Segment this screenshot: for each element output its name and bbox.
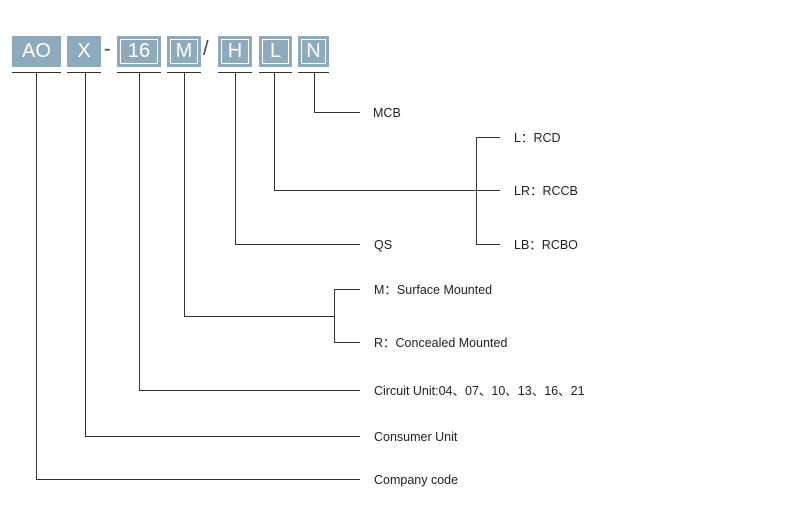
code-segment-ao-underline	[12, 72, 61, 73]
code-segment-16-frame	[120, 39, 158, 64]
code-segment-l-text: L	[269, 40, 282, 62]
code-segment-x-text: X	[77, 40, 91, 62]
connector-ao-company	[36, 73, 360, 480]
code-segment-x-underline	[67, 72, 101, 73]
connector-n-mcb	[314, 73, 360, 113]
code-segment-16: 16	[117, 36, 161, 67]
code-segment-h: H	[218, 36, 252, 67]
code-segment-n: N	[298, 36, 329, 67]
code-segment-m-underline	[167, 72, 201, 73]
slash-separator: /	[203, 38, 209, 60]
connector-l-rcd-group	[274, 73, 477, 191]
label-l-rcd: L：RCD	[514, 131, 561, 145]
code-segment-l-frame	[262, 39, 289, 64]
code-segment-16-text: 16	[127, 40, 151, 62]
label-lb-rcbo: LB：RCBO	[514, 238, 578, 252]
label-r-concealed: R：Concealed Mounted	[374, 336, 508, 350]
code-segment-m: M	[167, 36, 201, 67]
code-segment-16-underline	[117, 72, 161, 73]
label-consumer-unit: Consumer Unit	[374, 430, 458, 444]
code-segment-l-underline	[259, 72, 292, 73]
code-segment-h-frame	[221, 39, 249, 64]
code-segment-ao: AO	[12, 36, 61, 67]
label-m-surface: M：Surface Mounted	[374, 283, 493, 297]
connector-16-circuit	[139, 73, 360, 391]
code-segment-x: X	[67, 36, 101, 67]
code-segment-l: L	[259, 36, 292, 67]
code-segment-m-frame	[170, 39, 198, 64]
label-mcb: MCB	[373, 106, 401, 120]
code-segment-m-text: M	[175, 40, 193, 62]
label-circuit-unit: Circuit Unit:04、07、10、13、16、21	[374, 384, 585, 398]
dash-separator: -	[104, 38, 111, 60]
label-lr-rccb: LR：RCCB	[514, 184, 578, 198]
bracket-mounting	[334, 289, 360, 343]
code-segment-h-text: H	[227, 40, 243, 62]
code-segment-n-underline	[298, 72, 329, 73]
code-segment-n-text: N	[306, 40, 321, 62]
label-qs: QS	[374, 238, 393, 252]
label-company-code: Company code	[374, 473, 459, 487]
code-segment-h-underline	[218, 72, 252, 73]
code-segment-n-frame	[301, 39, 326, 64]
connector-h-qs	[235, 73, 360, 245]
code-segment-ao-text: AO	[22, 40, 51, 62]
connector-m-mounting	[184, 73, 335, 317]
connector-x-consumer	[85, 73, 360, 437]
